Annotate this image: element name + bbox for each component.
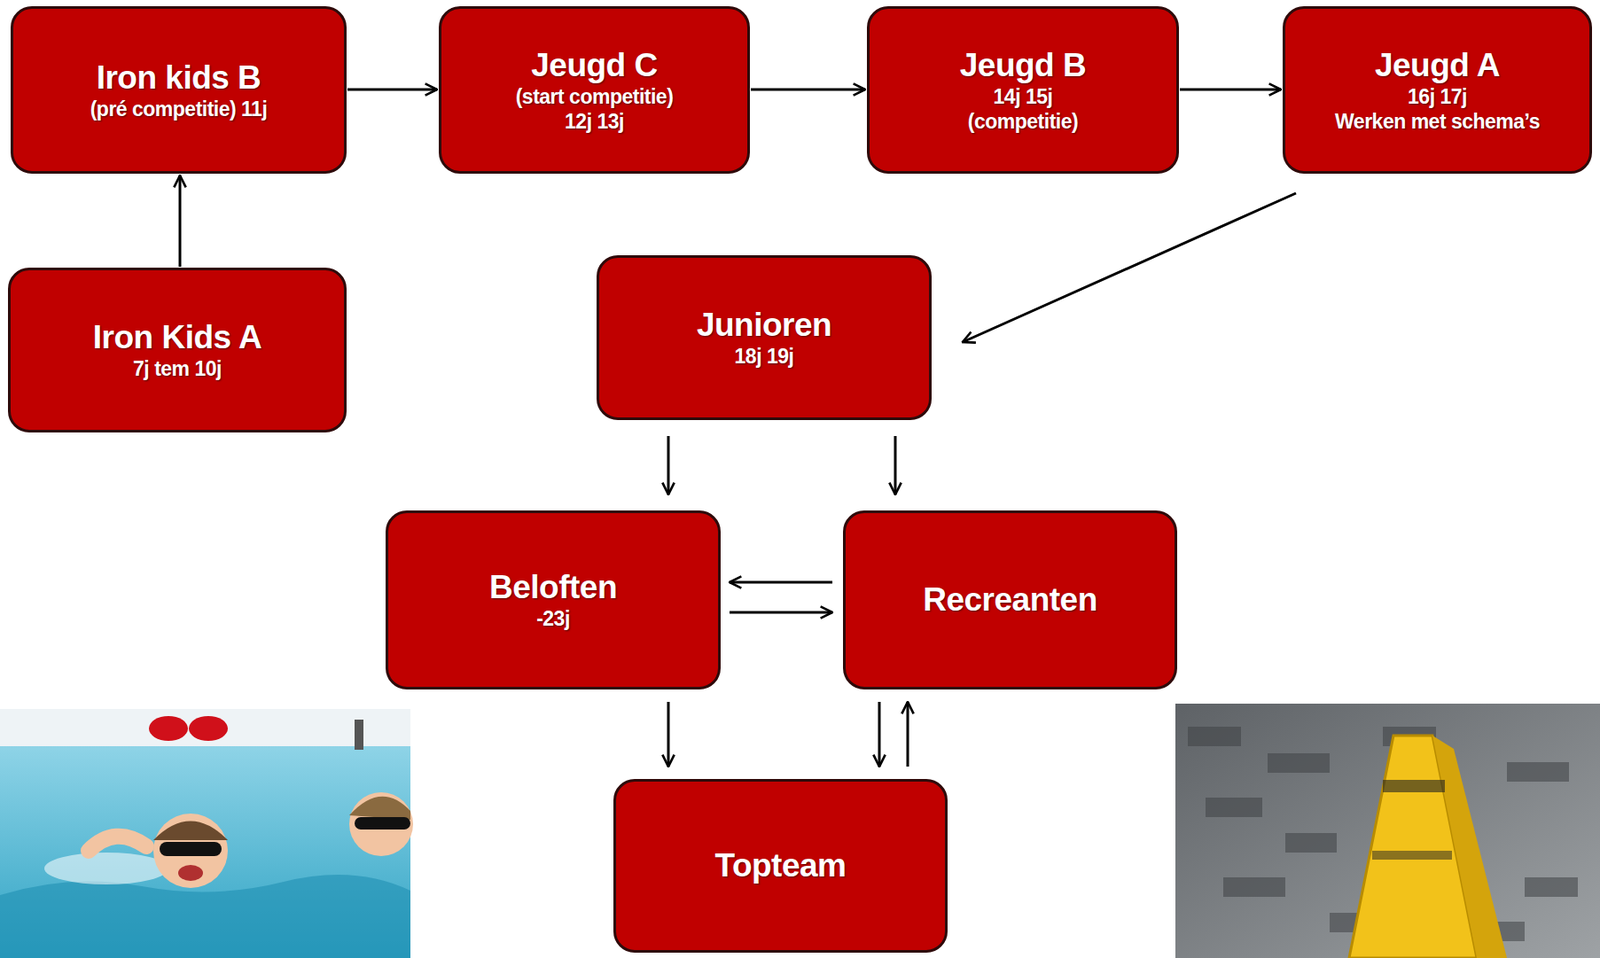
- water-wave: [0, 874, 411, 958]
- stage-detail: 16j 17j: [1407, 85, 1468, 110]
- swimmer-head: [153, 813, 228, 889]
- pool-ladder: [354, 719, 364, 750]
- swimmer-hair: [349, 796, 411, 820]
- stage-title: Jeugd C: [530, 46, 657, 86]
- flow-arrow: [750, 88, 866, 92]
- stage-box: Iron kids B(pré competitie) 11j: [10, 6, 347, 174]
- flow-arrow: [729, 581, 833, 585]
- flow-arrow: [1179, 88, 1281, 92]
- stage-box: Jeugd C(start competitie)12j 13j: [438, 6, 750, 174]
- stage-detail: (pré competitie) 11j: [90, 97, 268, 123]
- stage-detail: 18j 19j: [734, 344, 795, 370]
- lane-float: [188, 716, 228, 742]
- lane-float: [148, 716, 188, 742]
- flow-arrow: [667, 702, 671, 767]
- stage-title: Recreanten: [922, 580, 1098, 620]
- stage-title: Iron Kids A: [93, 318, 262, 358]
- pool-wall: [0, 709, 411, 747]
- flow-arrow: [878, 702, 882, 767]
- flow-arrow: [667, 436, 671, 495]
- stage-detail: -23j: [536, 607, 570, 633]
- stage-title: Junioren: [696, 305, 832, 345]
- stage-title: Beloften: [489, 568, 617, 608]
- flow-arrow: [179, 175, 182, 267]
- flow-arrow: [962, 193, 1296, 343]
- stage-detail: 12j 13j: [564, 109, 625, 135]
- stage-title: Iron kids B: [96, 58, 262, 98]
- stage-detail: 7j tem 10j: [132, 357, 222, 383]
- stage-box: Beloften-23j: [385, 510, 721, 690]
- pavement: [1175, 703, 1600, 958]
- goggles: [354, 817, 411, 830]
- sign-photo: [1175, 703, 1600, 958]
- stage-box: Jeugd A16j 17jWerken met schema’s: [1282, 6, 1593, 174]
- swimming-photo: [0, 709, 414, 958]
- stage-detail: 14j 15j: [993, 85, 1054, 110]
- swimmer-hair: [153, 821, 228, 842]
- stage-box: Topteam: [613, 779, 948, 953]
- stage-title: Jeugd B: [960, 46, 1086, 86]
- stage-detail: (competitie): [967, 109, 1078, 135]
- stage-detail: (start competitie): [515, 85, 674, 110]
- stage-title: Jeugd A: [1374, 46, 1500, 86]
- stage-title: Topteam: [715, 846, 847, 886]
- sign-band: [1382, 780, 1445, 793]
- flow-arrow: [906, 702, 910, 767]
- stage-box: Recreanten: [842, 510, 1178, 690]
- stage-box: Junioren18j 19j: [596, 255, 932, 421]
- flow-arrow: [347, 88, 438, 92]
- stage-detail: Werken met schema’s: [1334, 109, 1540, 135]
- flow-arrow: [729, 611, 833, 615]
- flow-arrow: [894, 436, 898, 495]
- mouth: [178, 865, 203, 882]
- stage-box: Iron Kids A7j tem 10j: [7, 267, 347, 433]
- swimmer-arm: [88, 836, 147, 851]
- stage-box: Jeugd B14j 15j(competitie): [866, 6, 1179, 174]
- warning-sign-side: [1432, 735, 1507, 958]
- pool-water: [0, 709, 411, 958]
- sign-band: [1372, 850, 1452, 860]
- splash: [44, 852, 169, 885]
- goggles: [159, 842, 222, 857]
- swimmer-head: [349, 792, 414, 857]
